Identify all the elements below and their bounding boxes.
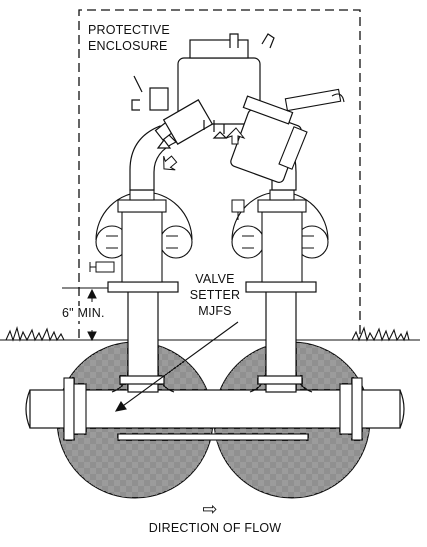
valve-setter-label-line3: MJFS xyxy=(198,304,232,318)
enclosure-label-line2: ENCLOSURE xyxy=(88,39,168,53)
valve-setter-label-line1: VALVE xyxy=(195,272,235,286)
valve-setter-leader xyxy=(114,321,239,412)
flow-arrow-icon: ⇨ xyxy=(202,499,218,519)
test-cock xyxy=(89,261,115,273)
mj-fittings xyxy=(63,377,363,441)
check-assembly-body xyxy=(131,33,302,183)
shutoff-valve-right xyxy=(231,189,329,283)
min-height-label: 6" MIN. xyxy=(62,306,105,321)
bleed-valve xyxy=(231,199,245,220)
ground-line xyxy=(0,326,420,342)
protective-enclosure-outline xyxy=(78,9,361,338)
main-pipe xyxy=(25,389,405,429)
relief-drain xyxy=(278,88,345,170)
flow-indicator-arrows xyxy=(163,127,246,171)
direction-of-flow-label: DIRECTION OF FLOW xyxy=(148,521,282,535)
shutoff-valve-left xyxy=(95,189,193,283)
valve-setter-label-line2: SETTER xyxy=(189,288,241,302)
enclosure-label-line1: PROTECTIVE xyxy=(88,23,170,37)
min-height-dimension xyxy=(62,287,108,342)
